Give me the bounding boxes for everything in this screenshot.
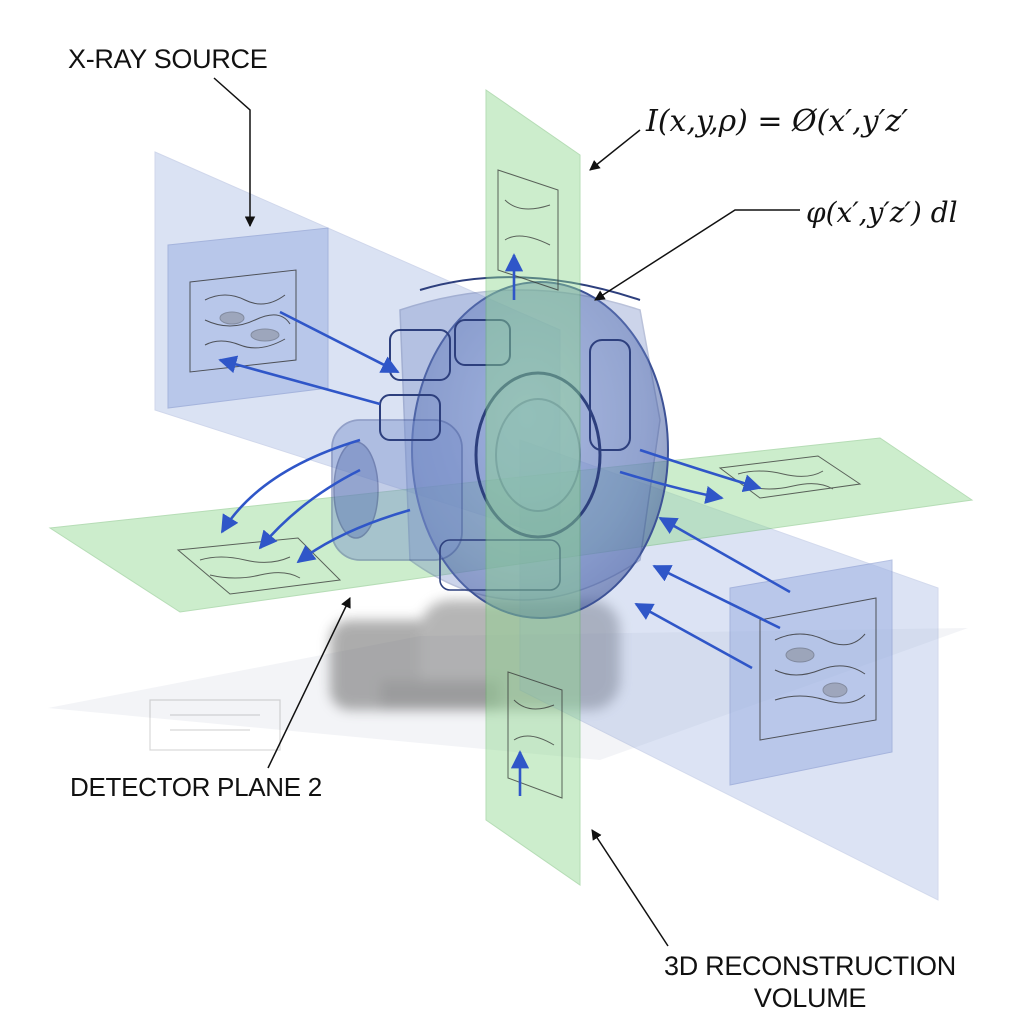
reconstruction-volume-label: 3D RECONSTRUCTION VOLUME (560, 950, 1024, 1014)
projection-image-bottom (507, 671, 563, 799)
callout-equation-2 (594, 209, 800, 301)
projection-image-right (759, 597, 877, 741)
ray-arrow-1 (279, 310, 400, 374)
ray-arrow-8 (639, 448, 762, 493)
x-ray-paths (218, 253, 791, 796)
ray-arrow-9 (619, 470, 724, 504)
projection-image-top (497, 169, 559, 291)
reconstruction-object (331, 276, 669, 619)
ray-arrow-4 (258, 468, 361, 550)
callout-lines (213, 77, 800, 947)
detector-plane-2-label: DETECTOR PLANE 2 (70, 772, 322, 802)
callout-recon-volume (591, 829, 669, 947)
detector-plane-vertical (485, 89, 581, 886)
projection-image-left (189, 269, 297, 373)
ray-arrow-3 (220, 438, 361, 534)
ray-arrow-10 (658, 516, 791, 594)
ray-arrow-2 (218, 355, 381, 406)
ray-arrow-12 (634, 602, 753, 670)
intensity-equation: I(x,y,ρ) = Ø(x′,y′z′ (646, 104, 909, 139)
ray-arrow-5 (296, 508, 411, 564)
reconstruction-volume-line1: 3D RECONSTRUCTION (664, 951, 956, 981)
projection-image-bottom-left (176, 537, 342, 595)
x-ray-source-label: X-RAY SOURCE (68, 44, 268, 74)
line-integral-equation: φ(x′,y′z′) dl (806, 196, 958, 229)
callout-equation-1 (589, 129, 641, 171)
ray-arrow-11 (652, 564, 781, 630)
callout-detector-plane-2 (267, 597, 351, 769)
callout-xray-source (213, 77, 256, 228)
reconstruction-volume-line2: VOLUME (753, 983, 867, 1013)
